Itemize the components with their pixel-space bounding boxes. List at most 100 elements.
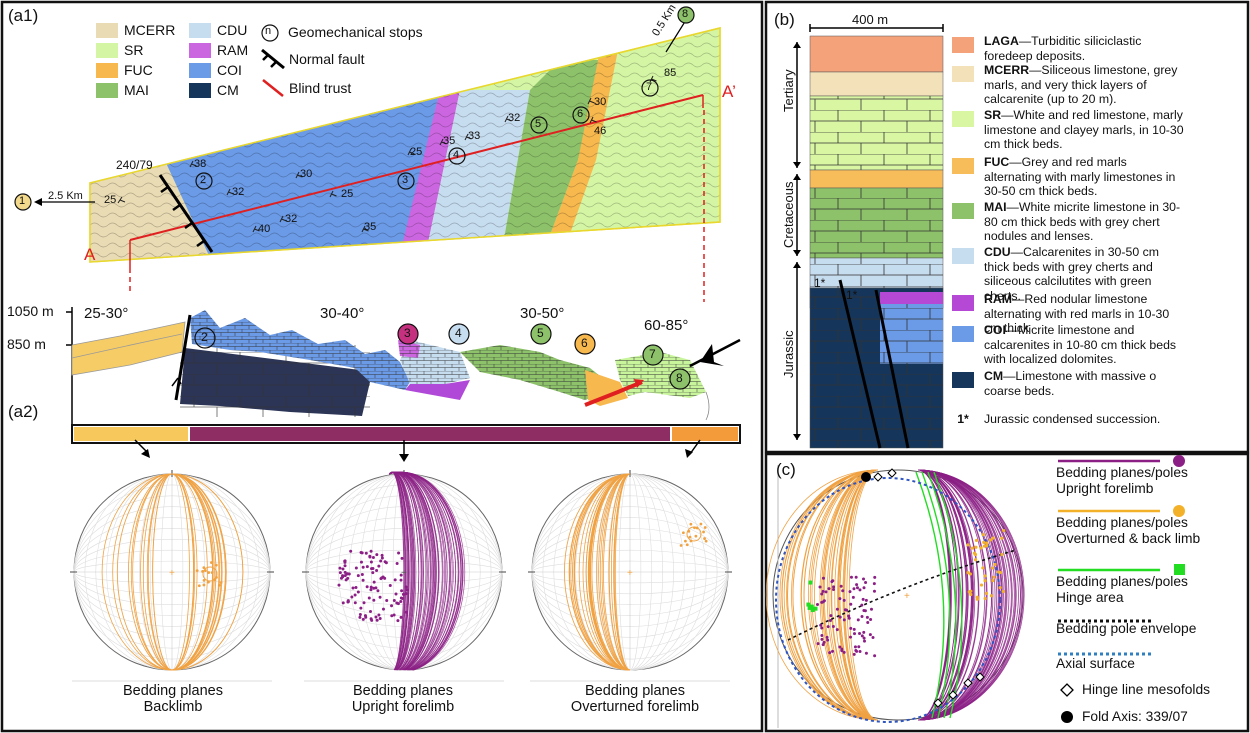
condensed-marker: 1*: [846, 288, 858, 302]
legend-text: —White and red limestone, marly limeston…: [984, 108, 1184, 152]
plane-trace: [171, 473, 223, 671]
elevation-1050: 1050 m: [7, 303, 54, 319]
pole-point: [860, 603, 864, 607]
pole-point: [358, 613, 362, 617]
pole-point: [397, 551, 401, 555]
plane-trace: [917, 469, 986, 721]
pole-point: [826, 625, 830, 629]
hinge-pole: [807, 605, 812, 610]
section-trace-line: [129, 94, 704, 241]
dip-value: 25: [104, 194, 117, 206]
hinge-line-marker: [933, 698, 943, 708]
pole-point: [369, 560, 373, 564]
pole-point: [375, 618, 379, 622]
hinge-pole: [808, 580, 813, 585]
hinge-line-marker: [873, 472, 883, 482]
plane-trace: [787, 469, 879, 721]
pole-point: [399, 615, 403, 619]
pole-point: [838, 645, 842, 649]
legend-code: RAM: [984, 292, 1013, 306]
dip-range-overturned: 60-85°: [644, 317, 689, 334]
pole-point: [341, 601, 345, 605]
dip-value: 25: [410, 146, 423, 158]
column-scale-label: 400 m: [852, 12, 889, 27]
period-cretaceous: Cretaceous: [781, 181, 796, 248]
pole-point: [849, 626, 853, 630]
pole-point: [354, 586, 358, 590]
strat-bed: [809, 71, 944, 97]
plane-trace: [917, 469, 1001, 721]
c-legend-envelope: Bedding pole envelope: [1056, 621, 1196, 637]
hinge-pole: [806, 602, 811, 607]
plane-trace: [831, 469, 879, 721]
pole-point: [358, 615, 362, 619]
pole-point: [361, 565, 365, 569]
pole-point: [338, 571, 342, 575]
pole-point: [983, 574, 987, 578]
pole-point: [385, 599, 389, 603]
legend-code: FUC: [984, 155, 1010, 169]
plane-trace: [389, 471, 452, 671]
pole-point: [849, 575, 853, 579]
strat-swatch: [952, 248, 974, 264]
pole-point: [380, 553, 384, 557]
plane-trace: [807, 469, 879, 721]
pole-point: [865, 615, 869, 619]
plane-trace: [101, 473, 173, 671]
pole-point: [362, 601, 366, 605]
plane-trace: [917, 469, 998, 721]
pole-point: [381, 607, 385, 611]
pole-point: [390, 604, 394, 608]
pole-point: [981, 566, 985, 570]
hinge-line-marker: [963, 678, 973, 688]
plane-trace: [389, 471, 427, 671]
plane-trace: [389, 471, 412, 671]
map-legend-sr: SR: [124, 42, 144, 58]
section-stop-2: 2: [201, 330, 208, 344]
pole-point: [993, 562, 997, 567]
plane-trace: [171, 473, 190, 671]
map-legend-fuc: FUC: [124, 62, 153, 78]
pole-point: [377, 564, 381, 568]
pole-point: [982, 544, 987, 548]
pole-point: [828, 618, 832, 622]
strat-legend-ram: RAM—Red nodular limestone alternating wi…: [952, 292, 1187, 336]
arrowhead: [793, 162, 801, 168]
map-legend-ram: RAM: [217, 42, 249, 58]
center-mark: +: [627, 568, 633, 579]
c-legend-line: Bedding planes/poles: [1056, 515, 1188, 530]
pole-point: [820, 592, 824, 596]
pole-point: [821, 589, 825, 593]
pole-point: [369, 585, 373, 589]
c-legend-line: Axial surface: [1056, 656, 1135, 671]
c-legend-line: Bedding planes/poles: [1056, 465, 1188, 480]
legend-code: COI: [984, 323, 1006, 337]
pole-point: [843, 608, 847, 612]
stereonet-1: +: [302, 470, 506, 671]
pole-point: [1000, 536, 1004, 540]
pole-point: [371, 571, 375, 575]
plane-trace: [389, 471, 422, 671]
plane-trace: [803, 469, 879, 721]
pole-point: [404, 585, 408, 589]
pole-point: [361, 617, 365, 621]
pole-point: [703, 526, 707, 529]
dip-range-hinge: 30-50°: [520, 305, 565, 322]
pole-point: [356, 590, 360, 594]
pole-point: [856, 618, 860, 622]
pole-point: [399, 578, 403, 582]
pole-point: [873, 575, 877, 579]
pole-point: [983, 596, 987, 601]
normal-fault-trace: [158, 174, 214, 253]
legend-code: 1*: [957, 412, 969, 426]
stereonet-0: +: [70, 470, 274, 671]
plane-trace: [614, 473, 631, 671]
plane-trace: [589, 473, 631, 671]
pole-point: [855, 649, 859, 653]
pole-point: [864, 651, 868, 655]
map-stop-5: 5: [535, 118, 542, 130]
strat-legend: LAGA—Turbiditic siliciclastic foredeep d…: [952, 0, 1192, 440]
pole-point: [989, 594, 994, 598]
legend-text: —Limestone with massive o coarse beds.: [984, 369, 1157, 398]
pole-point: [356, 574, 360, 578]
